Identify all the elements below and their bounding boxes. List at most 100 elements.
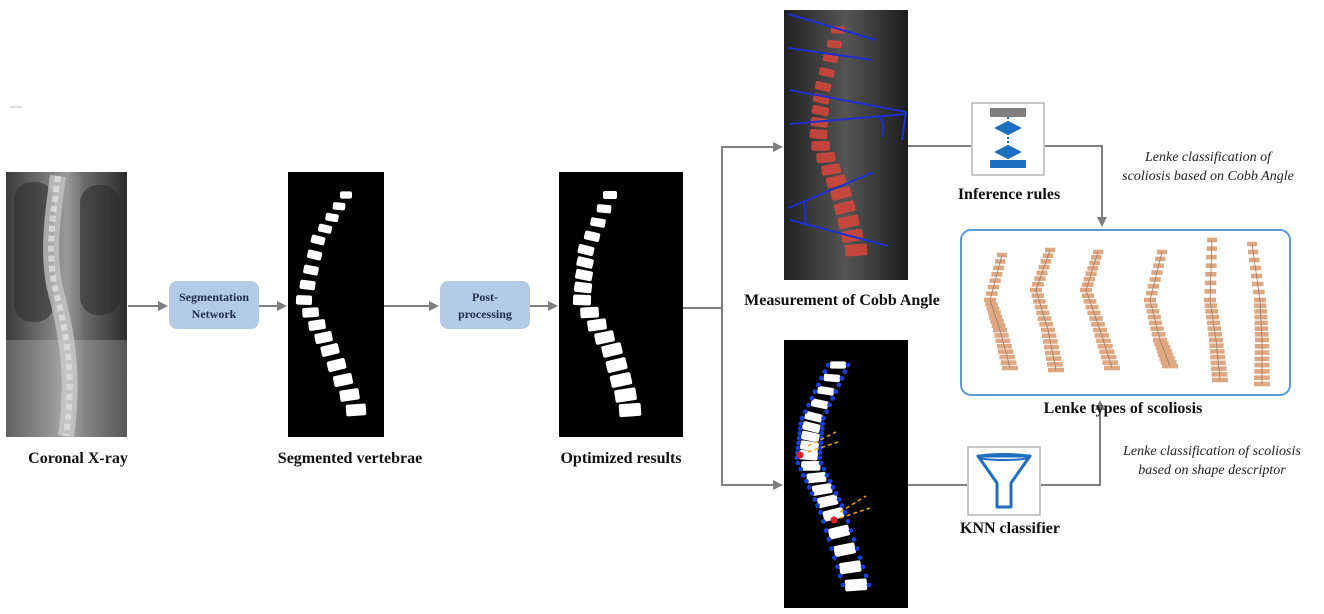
contour-dot bbox=[809, 395, 815, 401]
contour-dot bbox=[806, 484, 812, 490]
label-optimized: Optimized results bbox=[560, 450, 681, 467]
xray-image bbox=[6, 172, 127, 438]
contour-dot bbox=[854, 546, 860, 551]
contour-dot bbox=[845, 362, 851, 368]
vertebra bbox=[332, 372, 354, 387]
contour-dot bbox=[839, 375, 845, 381]
contour-dot bbox=[797, 430, 803, 436]
contour-dot bbox=[798, 421, 804, 426]
vertebra bbox=[575, 268, 593, 282]
vertebra bbox=[601, 342, 623, 358]
vertebra bbox=[822, 53, 839, 63]
decision-rules-icon bbox=[971, 102, 1045, 176]
contour-dot bbox=[832, 555, 837, 561]
contour-dot bbox=[818, 440, 824, 446]
contour-dot bbox=[818, 460, 824, 466]
post-line-2: processing bbox=[458, 307, 512, 321]
lenke-spine-axis bbox=[1035, 249, 1057, 371]
contour-dot bbox=[804, 478, 809, 484]
vertebra bbox=[825, 174, 847, 189]
vertebra bbox=[596, 204, 612, 214]
vertebra bbox=[822, 507, 845, 522]
contour-dot bbox=[836, 497, 842, 502]
vertebra bbox=[340, 191, 352, 199]
contour-dot bbox=[836, 382, 842, 388]
vertebra bbox=[314, 331, 333, 344]
contour-dot bbox=[820, 519, 826, 524]
contour-dot bbox=[812, 389, 818, 395]
arrow-to-cobb bbox=[683, 142, 783, 309]
contour-dot bbox=[833, 490, 839, 496]
label-cobb: Measurement of Cobb Angle bbox=[744, 292, 940, 309]
contour-dot bbox=[795, 460, 801, 466]
contour-dot bbox=[863, 573, 869, 579]
contour-dot bbox=[812, 497, 818, 502]
vertebra bbox=[576, 256, 594, 269]
vertebra bbox=[603, 191, 617, 199]
vertebra bbox=[828, 524, 851, 540]
contour-dot bbox=[817, 455, 823, 460]
contour-dot bbox=[817, 450, 823, 456]
vertebra bbox=[823, 373, 841, 383]
segmentation-line-2: Network bbox=[192, 307, 237, 321]
vertebra bbox=[817, 386, 835, 396]
contour-dot bbox=[835, 564, 840, 570]
vertebra bbox=[818, 67, 835, 78]
contour-dot bbox=[815, 503, 820, 508]
contour-dot bbox=[819, 430, 825, 436]
vertebra bbox=[609, 372, 633, 388]
contour-dot bbox=[809, 490, 815, 496]
vertebra bbox=[310, 234, 326, 246]
contour-dot bbox=[806, 402, 811, 408]
vertebra bbox=[802, 421, 821, 433]
vertebra bbox=[345, 403, 367, 417]
segmentation-line-1: Segmentation bbox=[179, 290, 249, 304]
vertebra bbox=[325, 212, 339, 223]
vertebra bbox=[830, 186, 852, 201]
vertebra bbox=[826, 39, 842, 49]
label-inference: Inference rules bbox=[958, 186, 1060, 203]
vertebra bbox=[811, 483, 833, 496]
contour-dot bbox=[839, 503, 845, 508]
contour-dot bbox=[819, 375, 824, 381]
vertebra bbox=[833, 200, 856, 215]
vertebra bbox=[594, 330, 615, 345]
vertebra bbox=[577, 244, 595, 257]
vertebra bbox=[800, 430, 820, 443]
vertebra bbox=[308, 319, 326, 331]
post-line-1: Post- bbox=[472, 290, 498, 304]
contour-dot bbox=[833, 389, 839, 395]
contour-dot bbox=[829, 546, 835, 551]
vertebra bbox=[299, 279, 316, 291]
contour-dot bbox=[825, 362, 831, 368]
contour-dot bbox=[840, 582, 846, 588]
vertebra bbox=[614, 387, 637, 403]
funnel-icon bbox=[967, 446, 1041, 516]
arrow-rules-to-lenke bbox=[1045, 145, 1107, 227]
vertebra bbox=[814, 80, 832, 92]
contour-dot bbox=[866, 582, 872, 588]
vertebra bbox=[833, 542, 856, 557]
contour-dot bbox=[797, 426, 803, 431]
vertebra bbox=[317, 223, 333, 234]
contour-dot bbox=[796, 435, 802, 441]
contour-dot bbox=[827, 402, 832, 408]
vertebra bbox=[844, 578, 868, 592]
vertebra bbox=[590, 217, 606, 228]
contour-dot bbox=[830, 484, 836, 490]
contour-dot bbox=[824, 409, 829, 415]
contour-dot bbox=[851, 537, 857, 542]
vertebra bbox=[572, 294, 592, 306]
vertebra bbox=[332, 202, 346, 211]
contour-dot bbox=[819, 426, 825, 431]
vertebra bbox=[326, 357, 347, 373]
segmented-vertebrae-image bbox=[288, 172, 384, 437]
contour-dot bbox=[815, 382, 821, 388]
contour-dot bbox=[822, 369, 828, 375]
contour-dot bbox=[845, 519, 851, 524]
contour-dot bbox=[796, 440, 801, 446]
contour-dot bbox=[818, 509, 823, 515]
contour-dot bbox=[830, 395, 836, 401]
vertebra bbox=[830, 361, 846, 369]
vertebra bbox=[295, 295, 313, 306]
